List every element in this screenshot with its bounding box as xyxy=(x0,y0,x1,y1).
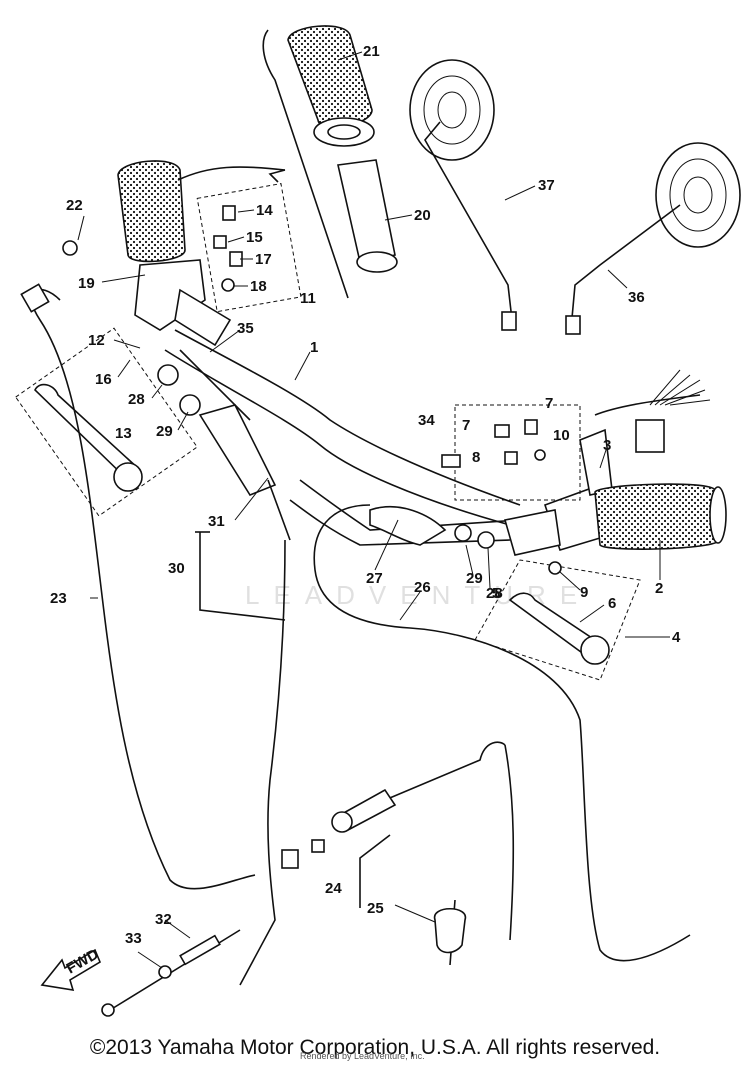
callout-21: 21 xyxy=(363,43,380,60)
callout-31: 31 xyxy=(208,513,225,530)
grip-part xyxy=(287,25,375,147)
carb-assembly xyxy=(281,741,515,966)
callout-10: 10 xyxy=(553,427,570,444)
callouts: 21 20 37 36 1 14 15 17 18 11 22 19 12 35… xyxy=(50,43,681,947)
callout-34: 34 xyxy=(418,412,435,429)
callout-13: 13 xyxy=(115,425,132,442)
callout-6: 6 xyxy=(608,595,616,612)
callout-28-left: 28 xyxy=(128,391,145,408)
callout-19: 19 xyxy=(78,275,95,292)
callout-37: 37 xyxy=(538,177,555,194)
adjuster-assembly xyxy=(101,929,241,1017)
callout-9: 9 xyxy=(580,584,588,601)
copyright-footer: ©2013 Yamaha Motor Corporation, U.S.A. A… xyxy=(89,1036,661,1059)
mirror-right-part xyxy=(409,59,517,331)
fwd-arrow: FWD xyxy=(40,946,102,991)
callout-29-right: 29 xyxy=(466,570,483,587)
callout-11: 11 xyxy=(300,290,316,307)
throttle-grip xyxy=(157,349,277,496)
callout-25: 25 xyxy=(367,900,384,917)
callout-17: 17 xyxy=(255,251,272,268)
callout-20: 20 xyxy=(414,207,431,224)
left-grip-part xyxy=(117,160,186,263)
switch-screws xyxy=(441,419,546,468)
switch-screw-box xyxy=(454,404,581,501)
carb-bracket xyxy=(359,834,391,890)
callout-18: 18 xyxy=(250,278,267,295)
callout-16: 16 xyxy=(95,371,112,388)
callout-28-right: 28 xyxy=(486,585,503,602)
brake-lever-box xyxy=(474,559,641,681)
callout-24: 24 xyxy=(325,880,342,897)
callout-32: 32 xyxy=(155,911,172,928)
callout-36: 36 xyxy=(628,289,645,306)
switch-hardware xyxy=(213,205,243,292)
callout-7a: 7 xyxy=(462,417,470,434)
mirror-left-part xyxy=(565,142,741,335)
callout-22: 22 xyxy=(66,197,83,214)
callout-26: 26 xyxy=(414,579,431,596)
callout-30: 30 xyxy=(168,560,185,577)
switch-hardware-box xyxy=(196,183,302,313)
callout-2: 2 xyxy=(655,580,663,597)
leader-lines xyxy=(77,51,670,969)
callout-4: 4 xyxy=(672,629,681,646)
callout-23: 23 xyxy=(50,590,67,607)
callout-35: 35 xyxy=(237,320,254,337)
throttle-tube-part xyxy=(337,159,398,273)
callout-33: 33 xyxy=(125,930,142,947)
callout-5: 5 xyxy=(492,585,500,602)
callout-12: 12 xyxy=(88,332,105,349)
callout-27: 27 xyxy=(366,570,383,587)
grip-detail-divider xyxy=(262,29,349,299)
rendered-by-note: Rendered by LeadVenture, Inc. xyxy=(300,1051,425,1061)
callout-15: 15 xyxy=(246,229,263,246)
clutch-lever-assembly xyxy=(15,259,232,517)
throttle-cable xyxy=(239,539,286,986)
brake-lever-assembly xyxy=(503,509,610,665)
clutch-cable xyxy=(30,288,256,890)
brake-cable xyxy=(313,504,691,962)
callout-7b: 7 xyxy=(545,395,553,412)
callout-29-left: 29 xyxy=(156,423,173,440)
callout-14: 14 xyxy=(256,202,273,219)
callout-8: 8 xyxy=(472,449,480,466)
callout-3: 3 xyxy=(603,437,611,454)
right-grip-assembly xyxy=(543,369,727,551)
callout-1: 1 xyxy=(310,339,318,356)
